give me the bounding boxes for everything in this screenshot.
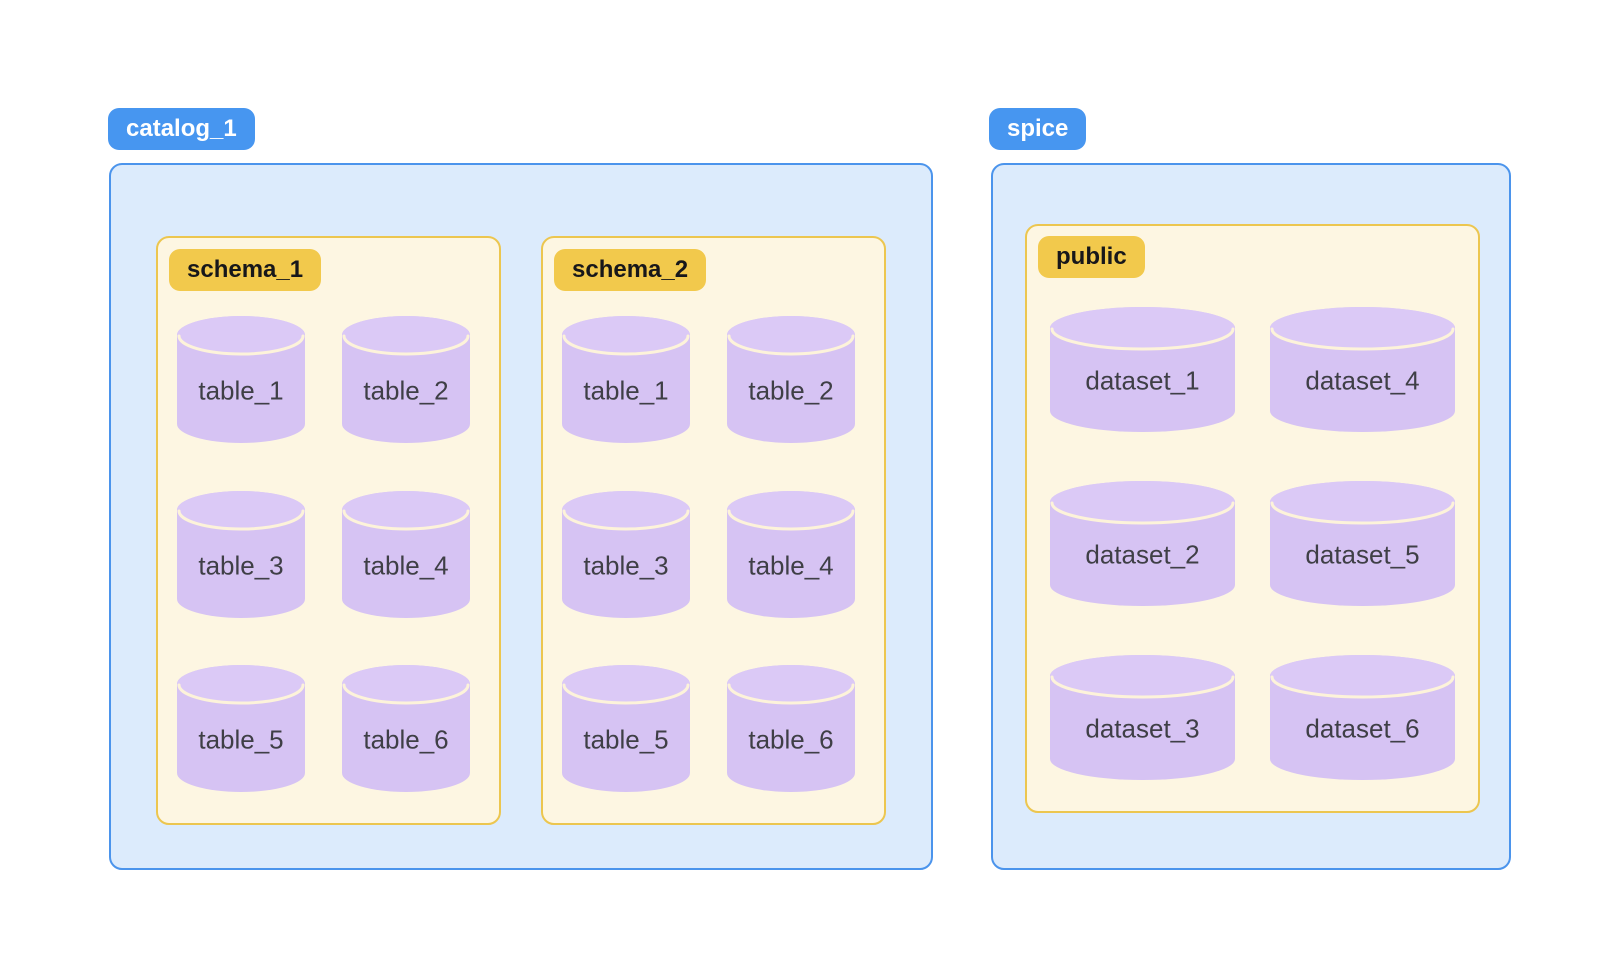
table-label: table_1 bbox=[198, 375, 284, 406]
dataset-cylinder: dataset_6 bbox=[1270, 655, 1455, 780]
database-cylinder-icon bbox=[342, 665, 470, 792]
database-cylinder-icon bbox=[177, 491, 305, 618]
schema-panel-public: public dataset_1 dataset_4 bbox=[1025, 224, 1480, 813]
table-label: table_6 bbox=[748, 724, 834, 755]
table-label: table_5 bbox=[583, 724, 669, 755]
table-label: table_6 bbox=[363, 724, 449, 755]
database-cylinder-icon bbox=[1050, 481, 1235, 606]
database-cylinder-icon bbox=[562, 665, 690, 792]
schema-panel-schema-1: schema_1 table_1 table_2 bbox=[156, 236, 501, 825]
table-cylinder: table_4 bbox=[342, 491, 470, 618]
database-cylinder-icon bbox=[342, 491, 470, 618]
database-cylinder-icon bbox=[1050, 307, 1235, 432]
database-cylinder-icon bbox=[562, 316, 690, 443]
dataset-cylinder: dataset_4 bbox=[1270, 307, 1455, 432]
dataset-cylinder: dataset_1 bbox=[1050, 307, 1235, 432]
table-cylinder: table_2 bbox=[727, 316, 855, 443]
spice-badge: spice bbox=[989, 108, 1087, 150]
database-cylinder-icon bbox=[727, 491, 855, 618]
database-cylinder-icon bbox=[562, 491, 690, 618]
table-cylinder: table_1 bbox=[177, 316, 305, 443]
spice-container: public dataset_1 dataset_4 bbox=[991, 163, 1511, 870]
database-cylinder-icon bbox=[1270, 481, 1455, 606]
schema-badge: public bbox=[1038, 236, 1145, 278]
table-label: table_4 bbox=[748, 550, 834, 581]
database-cylinder-icon bbox=[727, 316, 855, 443]
table-cylinder: table_3 bbox=[562, 491, 690, 618]
table-label: table_2 bbox=[363, 375, 449, 406]
schema-badge: schema_1 bbox=[169, 249, 322, 291]
database-cylinder-icon bbox=[342, 316, 470, 443]
table-cylinder: table_5 bbox=[562, 665, 690, 792]
dataset-cylinder: dataset_5 bbox=[1270, 481, 1455, 606]
table-cylinder: table_5 bbox=[177, 665, 305, 792]
database-cylinder-icon bbox=[177, 316, 305, 443]
database-cylinder-icon bbox=[1270, 307, 1455, 432]
dataset-label: dataset_4 bbox=[1305, 365, 1420, 396]
database-cylinder-icon bbox=[1270, 655, 1455, 780]
dataset-label: dataset_6 bbox=[1305, 713, 1420, 744]
schema-panel-schema-2: schema_2 table_1 table_2 bbox=[541, 236, 886, 825]
dataset-label: dataset_2 bbox=[1085, 539, 1200, 570]
table-cylinder: table_6 bbox=[342, 665, 470, 792]
table-label: table_3 bbox=[583, 550, 669, 581]
table-label: table_5 bbox=[198, 724, 284, 755]
table-label: table_4 bbox=[363, 550, 449, 581]
table-label: table_3 bbox=[198, 550, 284, 581]
table-cylinder: table_6 bbox=[727, 665, 855, 792]
table-cylinder: table_4 bbox=[727, 491, 855, 618]
database-cylinder-icon bbox=[177, 665, 305, 792]
table-cylinder: table_1 bbox=[562, 316, 690, 443]
database-cylinder-icon bbox=[1050, 655, 1235, 780]
catalog-container: schema_1 table_1 table_2 bbox=[109, 163, 933, 870]
dataset-label: dataset_3 bbox=[1085, 713, 1200, 744]
table-cylinder: table_3 bbox=[177, 491, 305, 618]
dataset-label: dataset_1 bbox=[1085, 365, 1200, 396]
database-cylinder-icon bbox=[727, 665, 855, 792]
table-label: table_2 bbox=[748, 375, 834, 406]
table-cylinder: table_2 bbox=[342, 316, 470, 443]
dataset-cylinder: dataset_3 bbox=[1050, 655, 1235, 780]
schema-badge: schema_2 bbox=[554, 249, 707, 291]
dataset-label: dataset_5 bbox=[1305, 539, 1420, 570]
catalog-badge: catalog_1 bbox=[108, 108, 255, 150]
table-label: table_1 bbox=[583, 375, 669, 406]
dataset-cylinder: dataset_2 bbox=[1050, 481, 1235, 606]
